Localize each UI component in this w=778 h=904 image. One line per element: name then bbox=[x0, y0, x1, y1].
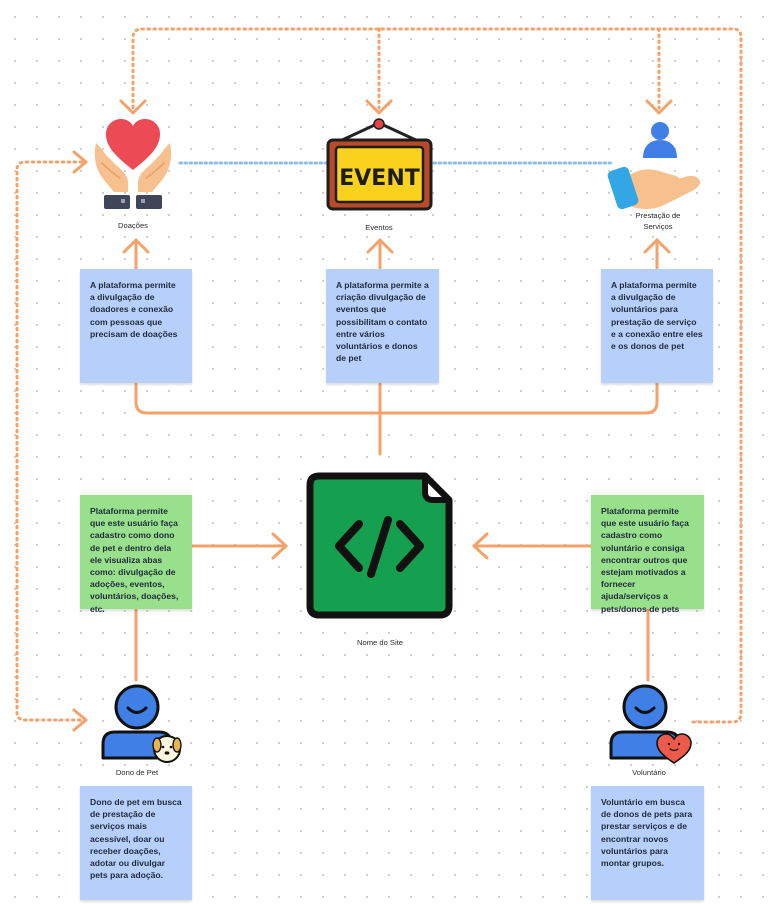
volunteer-icon bbox=[609, 684, 692, 764]
node-label-eventos: Eventos bbox=[365, 223, 393, 232]
top-arrowheads bbox=[119, 99, 673, 115]
event-sign-icon: EVENT bbox=[326, 118, 433, 211]
left-dotted-connector bbox=[15, 160, 88, 722]
top-dotted-connector bbox=[131, 27, 743, 724]
node-label-voluntario: Voluntário bbox=[632, 768, 666, 777]
note-dono-platform: Plataforma permite que este usuário faça… bbox=[80, 495, 192, 614]
node-label-dono: Dono de Pet bbox=[115, 768, 159, 777]
heart-hands-icon bbox=[94, 119, 172, 209]
code-file-icon bbox=[306, 472, 453, 619]
node-label-site: Nome do Site bbox=[356, 638, 403, 647]
pet-owner-icon bbox=[101, 684, 182, 763]
service-hand-icon bbox=[607, 122, 700, 210]
note-doacoes: A plataforma permite a divulgação de doa… bbox=[80, 269, 192, 383]
note-voluntario-desc: Voluntário em busca de donos de pets par… bbox=[591, 786, 704, 900]
note-servicos: A plataforma permite a divulgação de vol… bbox=[601, 269, 713, 383]
node-label-doacoes: Doações bbox=[118, 221, 148, 230]
note-dono-desc: Dono de pet em busca de prestação de ser… bbox=[80, 786, 192, 900]
note-voluntario-platform: Plataforma permite que este usuário faça… bbox=[591, 495, 704, 614]
node-label-servicos: Prestação de Serviços bbox=[635, 211, 681, 231]
solid-connectors bbox=[122, 238, 671, 682]
left-arrowheads bbox=[72, 150, 88, 732]
event-sign-text: EVENT bbox=[339, 166, 420, 191]
note-eventos: A plataforma permite a criação divulgaçã… bbox=[326, 269, 439, 383]
